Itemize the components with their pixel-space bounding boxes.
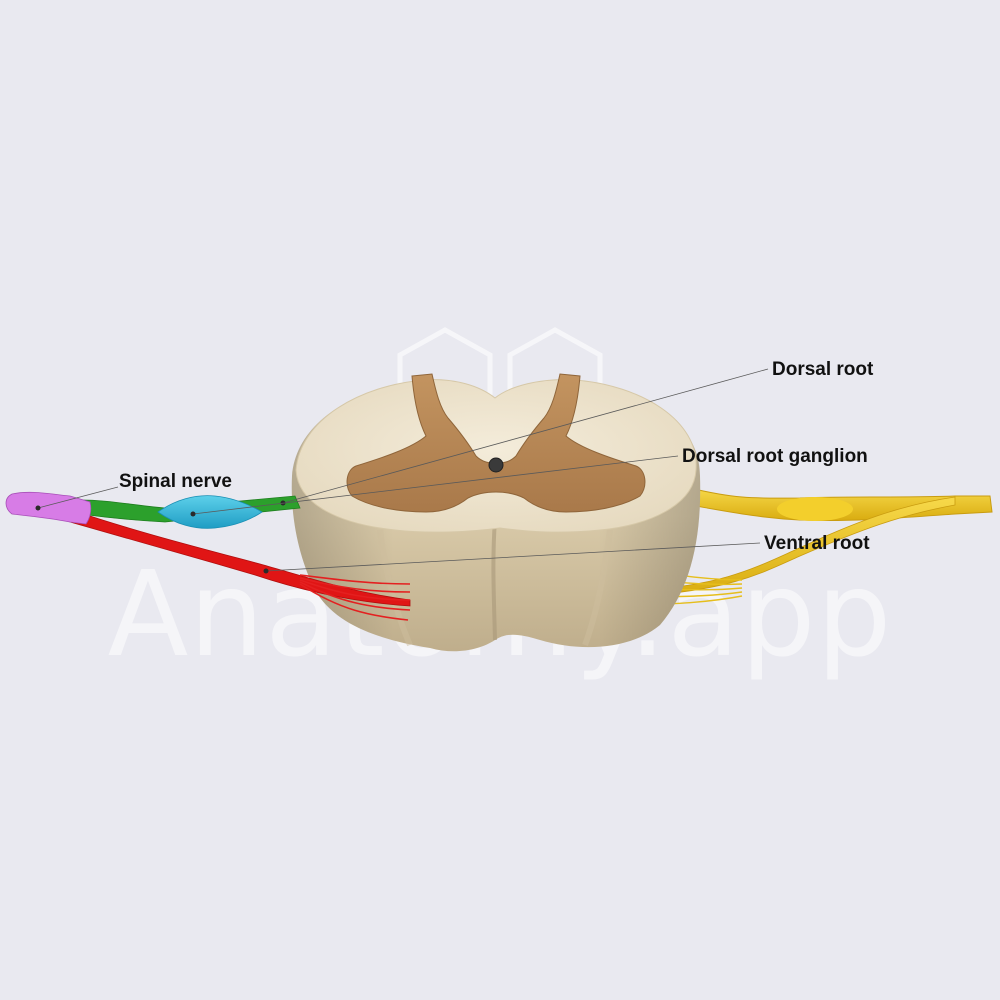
label-dorsal-root: Dorsal root bbox=[772, 359, 874, 380]
central-canal bbox=[488, 457, 504, 473]
label-ventral-root: Ventral root bbox=[764, 533, 870, 554]
labels: Dorsal root Dorsal root ganglion Spinal … bbox=[119, 359, 874, 554]
label-dorsal-root-ganglion: Dorsal root ganglion bbox=[682, 446, 868, 467]
leader-spinal-nerve bbox=[37, 486, 119, 509]
left-ventral-root bbox=[69, 509, 411, 607]
leader-dorsal-root-ganglion bbox=[192, 455, 679, 515]
left-spinal-nerve bbox=[5, 491, 92, 525]
leader-dorsal-root bbox=[282, 368, 769, 504]
leader-lines bbox=[35, 368, 769, 574]
label-spinal-nerve: Spinal nerve bbox=[119, 471, 232, 492]
leader-ventral-root bbox=[265, 542, 761, 572]
